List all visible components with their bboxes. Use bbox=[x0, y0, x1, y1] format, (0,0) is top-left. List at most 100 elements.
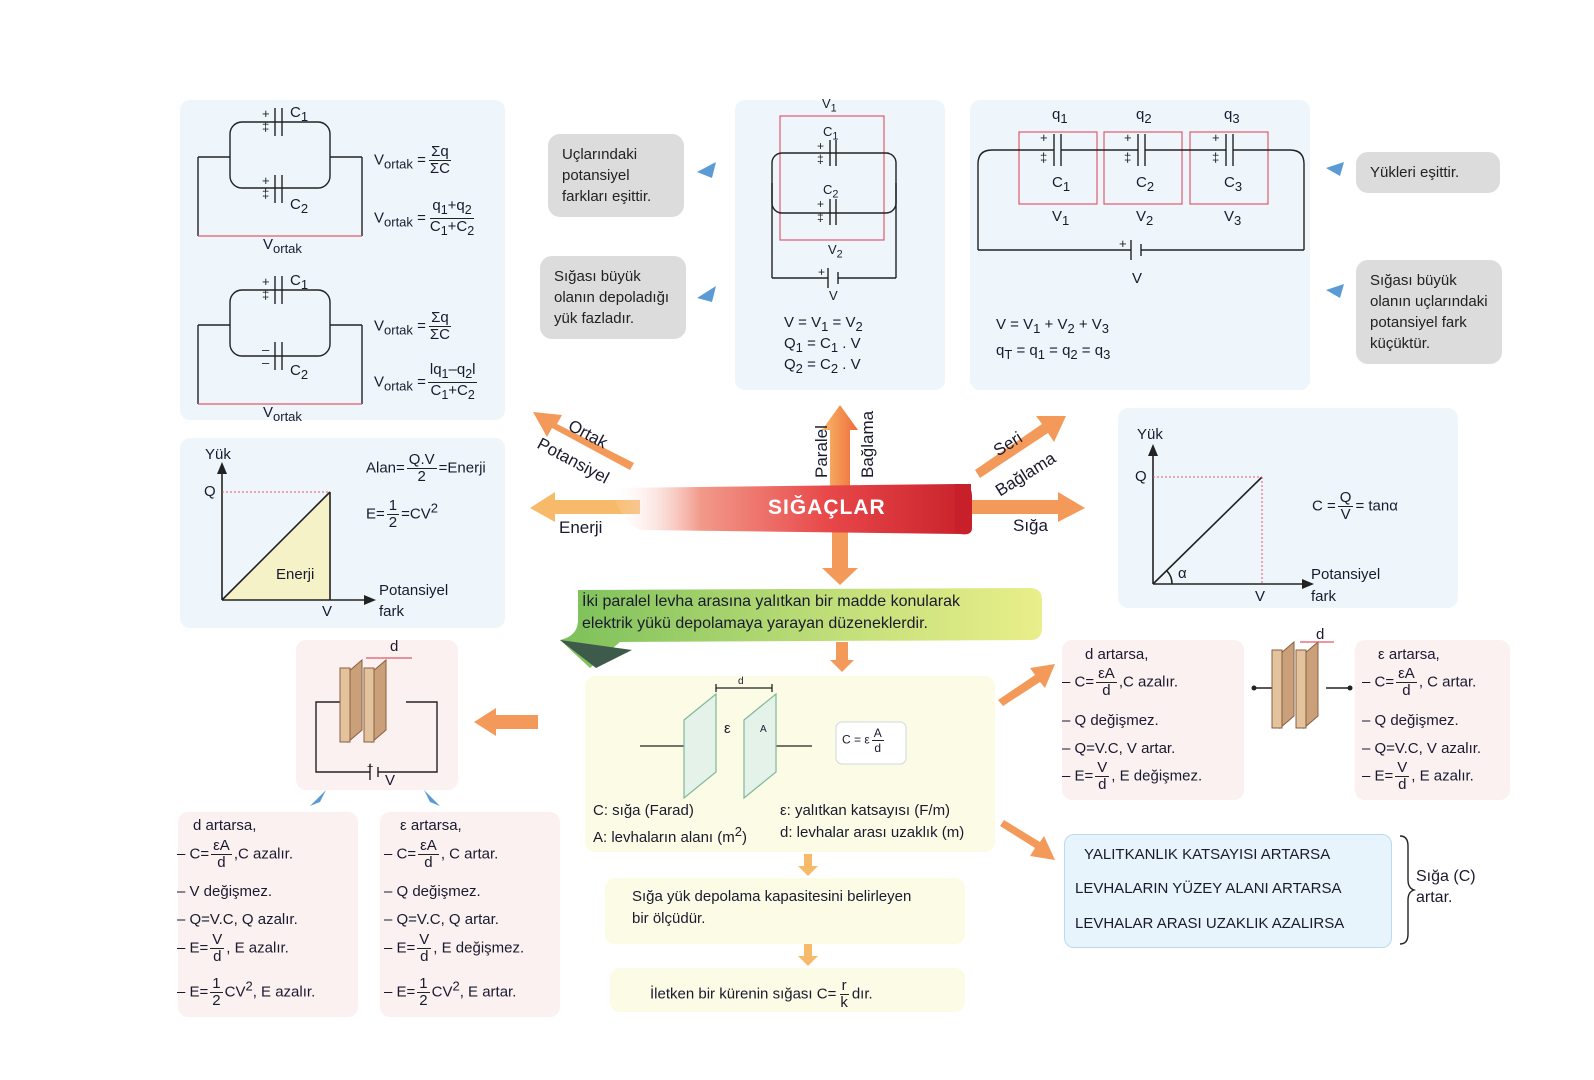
right-e-line-3: – Q=V.C, V azalır. bbox=[1362, 740, 1482, 757]
par-c1: C1 bbox=[823, 124, 839, 143]
ser-eq-1: V = V1 + V2 + V3 bbox=[996, 316, 1110, 336]
right-d-line-3: – Q=V.C, V artar. bbox=[1062, 740, 1176, 757]
definition-line-2: elektrik yükü depolamaya yarayan düzenek… bbox=[582, 615, 928, 632]
svg-text:+: + bbox=[1212, 130, 1220, 145]
center-capacitor-panel bbox=[585, 676, 995, 852]
siga-alpha-label: α bbox=[1178, 565, 1187, 582]
siga-def-line-2: bir ölçüdür. bbox=[632, 910, 706, 927]
siga-q-label: Q bbox=[1135, 468, 1147, 485]
sphere-box bbox=[610, 968, 965, 1012]
left-e-line-2: – Q değişmez. bbox=[384, 883, 481, 900]
condition-2: LEVHALARIN YÜZEY ALANI ARTARSA bbox=[1075, 880, 1342, 897]
svg-text:+: + bbox=[1119, 236, 1127, 251]
left-d-panel bbox=[178, 812, 358, 1017]
svg-text:+: + bbox=[262, 173, 270, 188]
svg-text:‡: ‡ bbox=[817, 152, 824, 166]
right-e-panel bbox=[1355, 640, 1510, 800]
cap-legend-3: ε: yalıtkan katsayısı (F/m) bbox=[780, 802, 951, 819]
label-siga: Sığa bbox=[1013, 516, 1048, 535]
series-panel bbox=[970, 100, 1310, 390]
siga-v-label: V bbox=[1255, 588, 1266, 605]
svg-text:+: + bbox=[1124, 130, 1132, 145]
cap-legend-1: C: sığa (Farad) bbox=[593, 802, 694, 819]
tl-c1-label: C1 bbox=[290, 104, 309, 124]
svg-text:‡: ‡ bbox=[262, 119, 269, 134]
ser-c2: C2 bbox=[1136, 174, 1155, 194]
left-e-line-3: – Q=V.C, Q artar. bbox=[384, 911, 499, 928]
par-eq-1: V = V1 = V2 bbox=[784, 314, 863, 334]
energy-x-label-1: Potansiyel bbox=[379, 582, 449, 599]
energy-q-label: Q bbox=[204, 483, 216, 500]
energy-area-label: Enerji bbox=[276, 566, 315, 583]
svg-text:+: + bbox=[817, 197, 824, 211]
pill-equal-potential: Uçlarındaki potansiyel farkları eşittir. bbox=[548, 134, 684, 217]
right-plate-d-label: d bbox=[1316, 626, 1325, 643]
ser-c3: C3 bbox=[1224, 174, 1243, 194]
energy-y-label: Yük bbox=[205, 446, 231, 463]
ser-eq-2: qT = q1 = q2 = q3 bbox=[996, 342, 1111, 362]
left-e-panel bbox=[380, 812, 560, 1017]
svg-text:+: + bbox=[262, 106, 270, 121]
svg-text:+: + bbox=[367, 761, 373, 773]
siga-y-label: Yük bbox=[1137, 426, 1163, 443]
tl-c2-label-2: C2 bbox=[290, 362, 309, 382]
svg-text:+: + bbox=[818, 265, 825, 279]
cap-eps-label: ε bbox=[724, 720, 731, 737]
condition-3: LEVHALAR ARASI UZAKLIK AZALIRSA bbox=[1075, 915, 1345, 932]
svg-text:+: + bbox=[817, 139, 824, 153]
svg-text:‡: ‡ bbox=[262, 287, 269, 302]
ser-c1: C1 bbox=[1052, 174, 1071, 194]
left-d-line-2: – V değişmez. bbox=[177, 883, 273, 900]
right-d-panel bbox=[1062, 640, 1244, 800]
energy-x-label-2: fark bbox=[379, 603, 405, 620]
par-v: V bbox=[829, 288, 838, 303]
conditions-box bbox=[1064, 834, 1392, 948]
svg-text:–: – bbox=[262, 342, 270, 357]
left-d-head: d artarsa, bbox=[193, 817, 257, 834]
energy-v-label: V bbox=[322, 603, 333, 620]
cap-legend-4: d: levhalar arası uzaklık (m) bbox=[780, 824, 965, 841]
definition-line-1: İki paralel levha arasına yalıtkan bir m… bbox=[582, 593, 960, 610]
right-d-line-2: – Q değişmez. bbox=[1062, 712, 1159, 729]
right-e-head: ε artarsa, bbox=[1378, 646, 1440, 663]
tl-c1-label-2: C1 bbox=[290, 272, 309, 292]
svg-text:–: – bbox=[262, 355, 270, 370]
ser-v3: V3 bbox=[1224, 208, 1242, 228]
right-e-line-2: – Q değişmez. bbox=[1362, 712, 1459, 729]
siga-graph-panel bbox=[1118, 408, 1458, 608]
top-left-panel bbox=[180, 100, 505, 420]
svg-text:‡: ‡ bbox=[817, 210, 824, 224]
pill-larger-capacity-potential: Sığası büyük olanın uçlarındaki potansiy… bbox=[1356, 260, 1502, 364]
par-v1: V1 bbox=[822, 96, 837, 115]
ser-v1: V1 bbox=[1052, 208, 1070, 228]
par-eq-3: Q2 = C2 . V bbox=[784, 356, 861, 376]
par-v2: V2 bbox=[828, 242, 843, 261]
center-title: SIĞAÇLAR bbox=[768, 496, 886, 519]
parallel-panel bbox=[735, 100, 945, 390]
svg-text:‡: ‡ bbox=[1040, 150, 1047, 165]
ser-v2: V2 bbox=[1136, 208, 1154, 228]
